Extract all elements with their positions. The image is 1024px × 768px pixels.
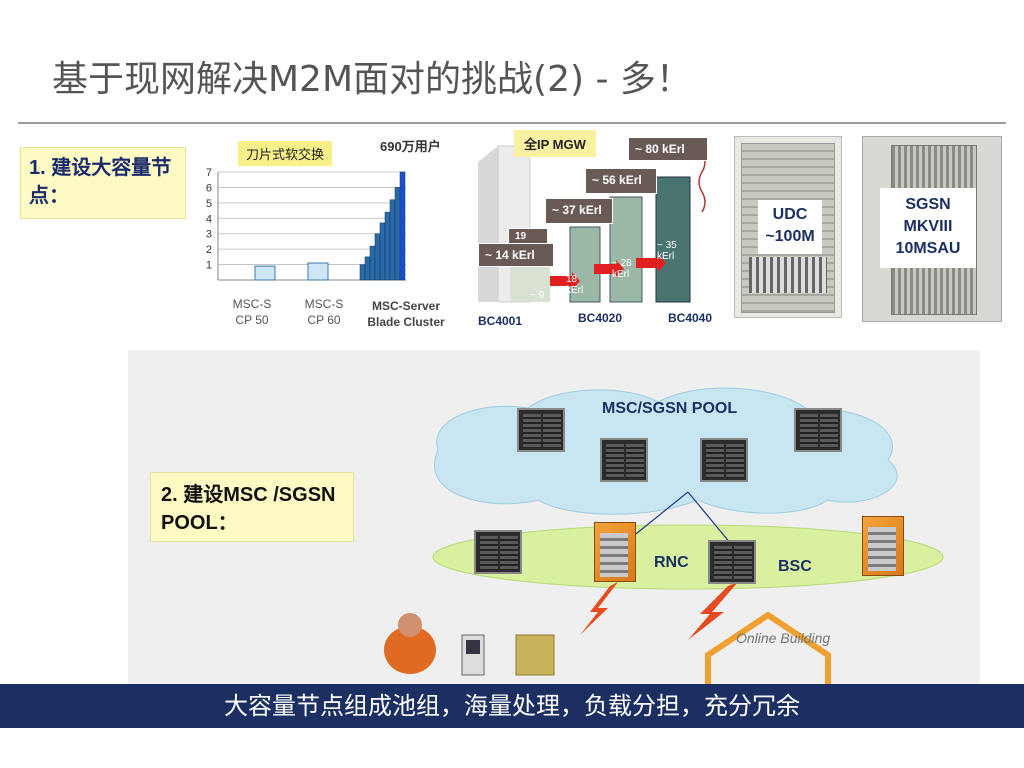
- chart-blade-bar: [394, 187, 401, 281]
- item2-box: 2. 建设MSC /SGSN POOL：: [150, 472, 354, 542]
- bc4040-label: BC4040: [667, 311, 713, 325]
- chart-blade-bar: [384, 211, 391, 281]
- kerl-9-label: ~ 9: [530, 290, 545, 301]
- kerl-28-label: ~ 28 kErl: [612, 258, 632, 280]
- udc-label: UDC ~100M: [758, 200, 822, 254]
- rnc-label: RNC: [654, 554, 689, 571]
- ran-server-center: [708, 540, 756, 584]
- bc4001-label: BC4001: [477, 314, 523, 328]
- bottom-banner-text: 大容量节点组成池组，海量处理，负载分担，充分冗余: [224, 692, 800, 720]
- pool-label: MSC/SGSN POOL: [602, 400, 738, 417]
- chart-top-label: 690万用户: [380, 139, 441, 154]
- chart-blade-bar: [399, 171, 406, 281]
- chart-y-tick-label: 3: [206, 229, 212, 241]
- kerl-80-label: ~ 80 kErl: [628, 137, 708, 161]
- chart-blade-bar: [389, 199, 396, 281]
- chart-blade-bar: [359, 264, 366, 281]
- kerl-37-label: ~ 37 kErl: [545, 198, 613, 224]
- pool-server-2: [794, 408, 842, 452]
- pool-server-4: [700, 438, 748, 482]
- chart-y-tick-label: 1: [206, 260, 212, 272]
- rnc-node: [594, 522, 636, 582]
- chart-blade-bar: [379, 222, 386, 281]
- chart-bars: [254, 171, 406, 281]
- chart-y-tick-label: 5: [206, 198, 212, 210]
- mgw-tag: 全IP MGW: [514, 130, 596, 157]
- bc4020-label: BC4020: [577, 311, 623, 325]
- chart-blade-bar: [364, 256, 371, 281]
- ran-ellipse: [432, 524, 944, 590]
- kerl-56-label: ~ 56 kErl: [585, 168, 657, 194]
- item1-box: 1. 建设大容量节点：: [20, 147, 186, 219]
- ran-server-left: [474, 530, 522, 574]
- title-divider: [18, 122, 1006, 124]
- kerl-19-label: 19: [508, 228, 548, 246]
- pool-server-3: [600, 438, 648, 482]
- chart-y-tick-label: 6: [206, 182, 212, 194]
- chart-y-tick-label: 2: [206, 244, 212, 256]
- chart-tag: 刀片式软交换: [238, 141, 333, 166]
- chart-y-tick-label: 4: [206, 213, 212, 225]
- slide-title: 基于现网解决M2M面对的挑战(2) - 多！: [52, 59, 692, 100]
- chart-y-ticks: 1 2 3 4 5 6 7: [206, 167, 212, 272]
- chart-blade-bar: [369, 245, 376, 281]
- bsc-label: BSC: [778, 558, 812, 575]
- bsc-node: [862, 516, 904, 576]
- chart-blade-bar: [374, 233, 381, 281]
- capacity-chart: 1 2 3 4 5 6 7: [206, 167, 406, 281]
- pool-server-1: [517, 408, 565, 452]
- kerl-14-label: ~ 14 kErl: [478, 243, 554, 267]
- bottom-banner: [0, 684, 1024, 728]
- chart-bar-1: [254, 265, 276, 281]
- chart-y-tick-label: 7: [206, 167, 212, 179]
- kerl-35-label: ~ 35 kErl: [657, 240, 677, 262]
- chart-bar-2: [307, 262, 329, 281]
- kerl-18-label: 18 kErl: [566, 274, 584, 296]
- building-label: Online Building: [736, 630, 831, 646]
